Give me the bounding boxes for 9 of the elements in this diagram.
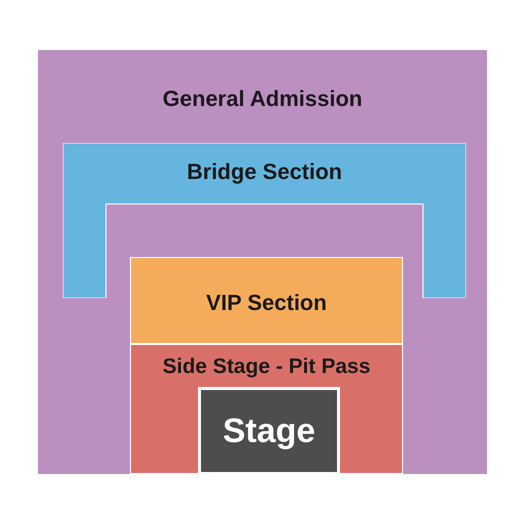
section-label: General Admission [162, 86, 362, 112]
section-label: Stage [222, 412, 316, 451]
section-label: Bridge Section [186, 159, 342, 185]
section-label: VIP Section [206, 290, 327, 316]
side-stage-pit-pass-section [130, 344, 403, 474]
general-admission-area [38, 50, 487, 474]
section-label: Side Stage - Pit Pass [162, 355, 370, 379]
stage [198, 387, 340, 475]
vip-section [130, 257, 403, 344]
